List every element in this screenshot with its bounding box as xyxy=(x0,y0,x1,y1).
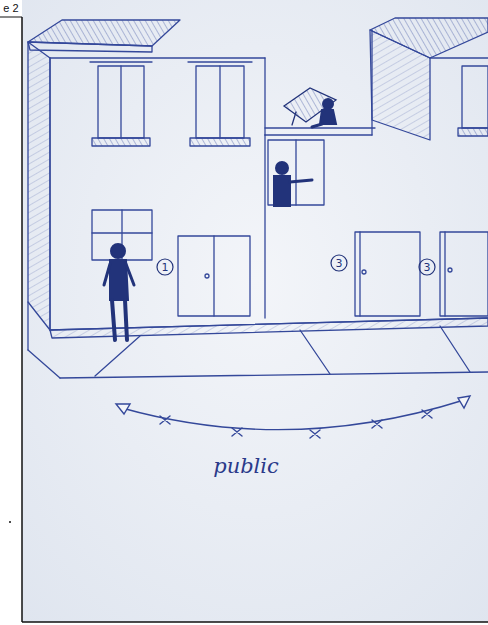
dot xyxy=(9,521,11,523)
callout-number: 3 xyxy=(424,262,431,273)
paper xyxy=(22,0,488,622)
page-number: e 2 xyxy=(3,3,18,14)
zone-label: public xyxy=(213,456,279,477)
frame-line xyxy=(0,17,22,18)
buildings xyxy=(28,18,488,378)
callout-number: 1 xyxy=(162,262,169,273)
people xyxy=(104,88,336,340)
public-arc xyxy=(116,396,470,438)
callout-circles xyxy=(157,255,435,275)
callout-number: 3 xyxy=(336,258,343,269)
frame-line xyxy=(21,17,23,622)
frame-line xyxy=(22,621,488,623)
